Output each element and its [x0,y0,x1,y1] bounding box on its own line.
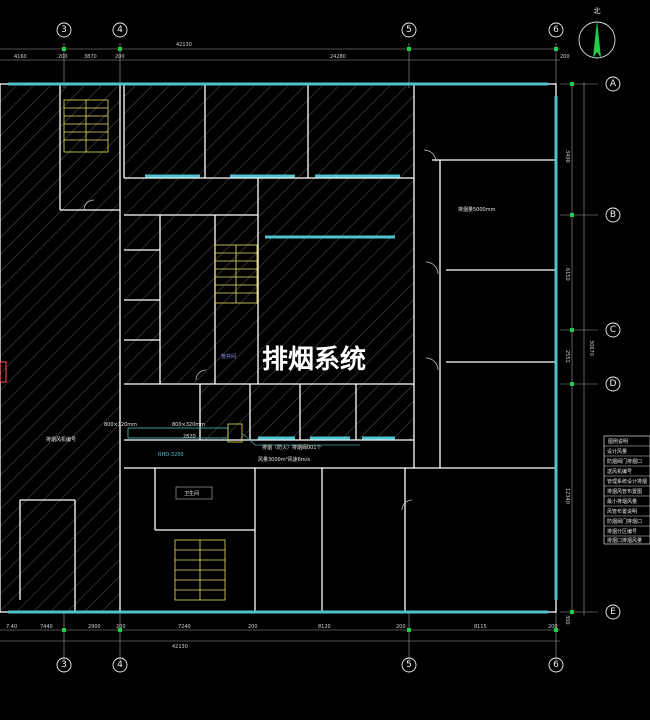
fan-note-line1: 排烟（防火）排烟阀001个 [262,444,322,451]
dim-top-2: 200 [58,54,68,60]
duct-size-label-2: 800×320mm [172,422,205,428]
legend-row-6: 最小排烟风量 [607,498,637,505]
dim-bottom-6: 200 [248,624,258,630]
stair-north [63,99,109,153]
restroom-label: 卫生间 [184,490,199,497]
axis-bubbles-bottom: 3 4 5 6 [56,657,564,673]
axis-top-3: 3 [61,25,67,35]
door-arcs [83,149,439,511]
axis-bottom-3: 3 [61,660,67,670]
dim-bottom-9: 8115 [474,624,487,630]
dim-top-1: 4160 [14,54,27,60]
dim-top-3: 3870 [84,54,97,60]
dimension-text: 4160 200 3870 200 42130 24280 200 7.40 7… [6,42,594,650]
fan-room-label: 2820 [183,434,196,440]
axis-right-e: E [610,607,616,617]
axis-bubbles-top: 3 4 5 6 [56,22,564,38]
windows [8,82,558,614]
dim-bottom-3: 2900 [88,624,101,630]
right-room-note: 排烟量5000mm [458,206,496,213]
dim-right-4: 12340 [564,488,570,504]
dim-right-total: 30670 [588,340,594,356]
left-equipment-label: 排烟风机编号 [46,436,76,443]
legend-row-4: 管理系统设计排烟 [607,478,647,485]
legend-row-7: 风管布置说明 [607,508,637,515]
equipment-marker [0,361,7,383]
shaft-room-label: 管井间 [221,353,236,360]
hatched-central-hall [258,178,414,384]
dim-top-total-left: 42130 [176,42,192,48]
north-arrow-icon [593,20,601,58]
axis-bottom-5: 5 [406,660,412,670]
axis-top-5: 5 [406,25,412,35]
cyan-room-note: RHD-3200 [158,452,184,458]
axis-right-c: C [610,325,616,335]
legend-row-2: 防烟阀门排烟口 [607,458,642,465]
hatched-mid-rooms [200,384,414,440]
axis-bottom-6: 6 [553,660,559,670]
dim-bottom-10: 200 [548,624,558,630]
hatched-north-offices [124,86,414,178]
dim-bottom-1: 7.40 [6,624,17,630]
north-label: 北 [594,7,601,15]
dim-top-total-main: 24280 [330,54,346,60]
dim-bottom-7: 8120 [318,624,331,630]
dim-right-3: 2551 [564,350,570,363]
dim-top-right-end: 200 [560,54,570,60]
axis-right-b: B [610,210,616,220]
legend-row-8: 防烟阀门排烟口 [607,518,642,525]
legend-table: 图例说明 设计风量 防烟阀门排烟口 送风机编号 管理系统设计排烟 排烟风管布置图… [603,435,650,545]
duct-size-label-1: 800×320mm [104,422,137,428]
axis-right-d: D [610,379,617,389]
legend-row-10: 排烟口排烟风量 [607,537,642,544]
legend-title: 图例说明 [608,438,628,445]
axis-top-4: 4 [117,25,123,35]
dim-bottom-4: 200 [116,624,126,630]
hatched-core [124,178,258,384]
dim-bottom-5: 7240 [178,624,191,630]
dim-bottom-total: 42130 [172,644,188,650]
stair-core [214,244,258,304]
dim-top-4: 200 [115,54,125,60]
dim-right-1: 3400 [564,150,570,163]
axis-top-6: 6 [553,25,559,35]
dim-bottom-2: 7440 [40,624,53,630]
restroom-label-box [175,486,213,500]
annotations: 800×320mm 800×320mm 2820 排烟风机编号 RHD-3200… [46,206,496,500]
dimension-lines [0,43,598,660]
axis-right-a: A [610,79,617,89]
dim-right-2: 6150 [564,268,570,281]
drawing-title: 排烟系统 [262,344,366,375]
dim-right-5: 300 [564,615,570,625]
fan-note-line2: 风量3000m³风速6m/s [258,456,310,463]
dim-bottom-8: 200 [396,624,406,630]
axis-bubbles-right: A B C D E [605,76,621,620]
legend-row-3: 送风机编号 [607,468,632,475]
legend-row-1: 设计风量 [607,448,627,455]
axis-bottom-4: 4 [117,660,123,670]
stair-south [174,539,226,601]
legend-row-9: 排烟分区编号 [607,528,637,535]
smoke-duct [127,423,360,446]
north-arrow: 北 [578,7,616,59]
dimension-ticks [62,47,574,632]
legend-row-5: 排烟风管布置图 [607,488,642,495]
